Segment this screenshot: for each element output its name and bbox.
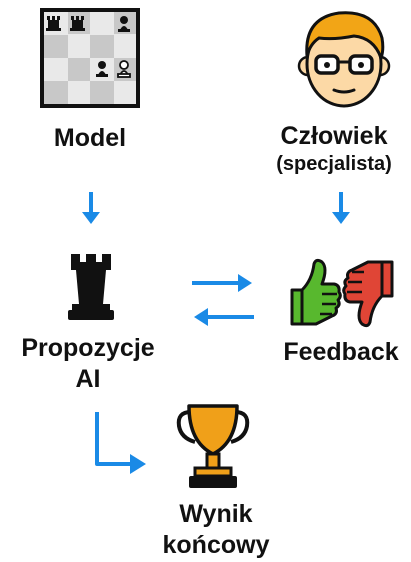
model-label: Model xyxy=(53,124,127,152)
chess-rook-icon xyxy=(68,254,114,320)
human-label-line2: (specjalista) xyxy=(276,153,392,175)
arrow-feedback-to-ai xyxy=(194,308,254,326)
result-label-line1: Wynik xyxy=(179,500,253,528)
human-label: Człowiek (specjalista) xyxy=(258,122,410,176)
result-label: Wynik końcowy xyxy=(150,500,282,560)
ai-label-line2: AI xyxy=(75,365,101,393)
ai-label-line1: Propozycje xyxy=(21,334,155,362)
arrow-ai-to-feedback xyxy=(192,274,252,292)
ai-label: Propozycje AI xyxy=(0,334,176,394)
arrow-model-to-ai xyxy=(82,192,100,224)
thumbs-down-icon xyxy=(342,260,394,328)
human-label-line1: Człowiek xyxy=(280,122,388,150)
arrow-human-to-feedback xyxy=(332,192,350,224)
chessboard-icon xyxy=(40,8,140,108)
arrow-ai-to-result xyxy=(95,412,146,474)
thumbs-up-icon xyxy=(290,258,342,326)
trophy-icon xyxy=(176,404,250,488)
scientist-face-icon xyxy=(297,11,391,108)
result-label-line2: końcowy xyxy=(162,531,270,559)
feedback-label: Feedback xyxy=(283,338,399,366)
